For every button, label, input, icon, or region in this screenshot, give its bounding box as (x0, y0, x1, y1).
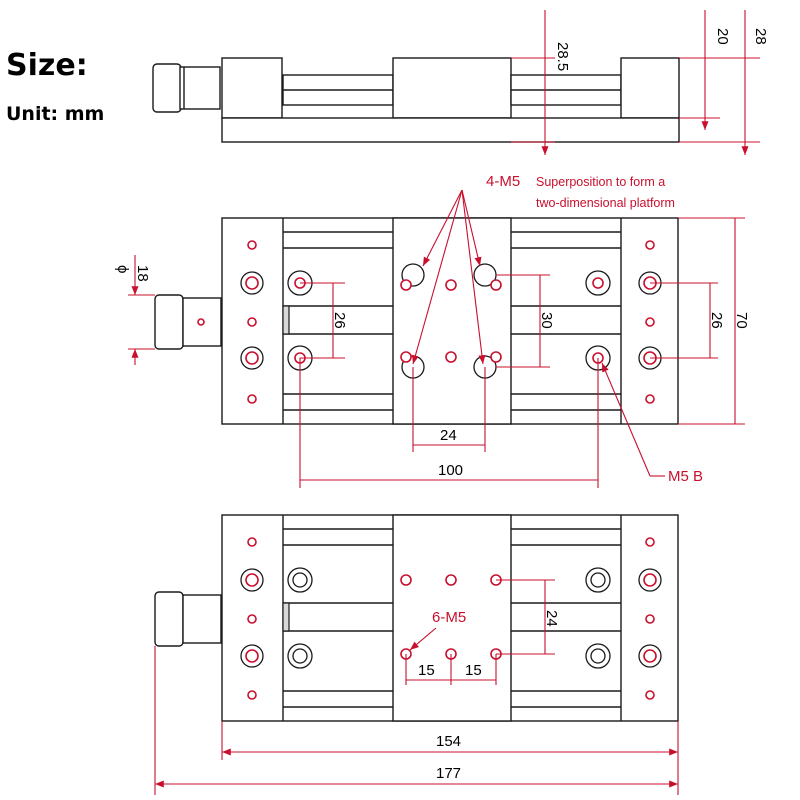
bottom-knob-cap (154, 591, 184, 647)
dim-center-30: 30 (538, 312, 555, 329)
side-end-block-right (620, 57, 680, 119)
bottom-knob-body (182, 594, 222, 644)
callout-desc-line2: two-dimensional platform (536, 196, 675, 210)
bottom-view: 6-M5 24 15 15 154 177 (154, 514, 679, 795)
dim-right-26: 26 (708, 312, 725, 329)
dim-spacing-15-left: 15 (418, 662, 435, 679)
dim-spacing-15-right: 15 (465, 662, 482, 679)
phi-symbol: ϕ (114, 265, 131, 273)
side-base (221, 117, 680, 143)
page-title: Size: (6, 48, 88, 83)
side-end-block-left (221, 57, 283, 119)
callout-6m5: 6-M5 (432, 609, 466, 626)
top-carriage (392, 217, 512, 425)
dim-platform-height: 20 (714, 28, 731, 45)
unit-label: Unit: mm (6, 103, 105, 125)
dim-left-26: 26 (331, 312, 348, 329)
dim-hole-spacing-24: 24 (440, 427, 457, 444)
side-knob-cap (152, 63, 182, 113)
dim-total-length-177: 177 (436, 765, 461, 782)
callout-4m5: 4-M5 (486, 173, 520, 190)
dim-mount-spacing-100: 100 (438, 462, 463, 479)
side-view: 28.5 20 28 (152, 10, 769, 155)
bottom-carriage (392, 514, 512, 722)
side-knob-body (179, 66, 221, 110)
dim-body-length-154: 154 (436, 733, 461, 750)
top-view: 4-M5 Superposition to form a two-dimensi… (114, 173, 750, 488)
callout-m5b: M5 B (668, 468, 703, 485)
side-carriage (392, 57, 512, 119)
dim-total-70: 70 (733, 312, 750, 329)
dim-right-height: 28 (752, 28, 769, 45)
dim-knob-diameter: 18 (134, 265, 151, 282)
dim-total-height: 28.5 (554, 42, 571, 71)
top-knob-cap (154, 294, 184, 350)
callout-desc-line1: Superposition to form a (536, 175, 665, 189)
dim-bottom-24: 24 (543, 610, 560, 627)
